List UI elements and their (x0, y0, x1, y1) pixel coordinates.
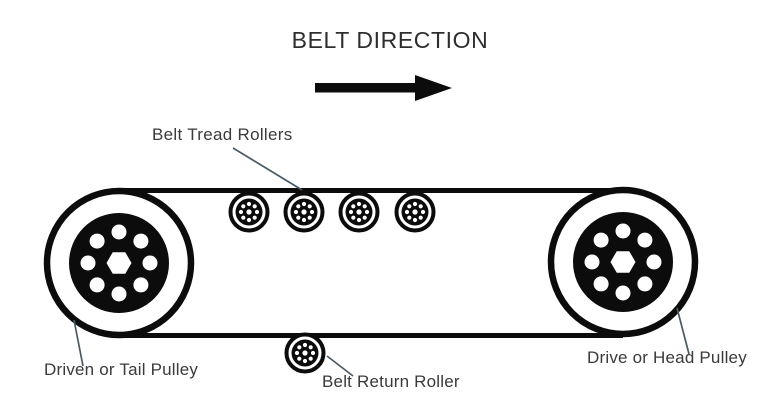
head-pulley (551, 190, 695, 334)
leader-line-head-pulley (676, 307, 690, 355)
head-pulley-label: Drive or Head Pulley (587, 348, 747, 367)
tread-roller-4 (394, 191, 436, 233)
tail-pulley (47, 191, 191, 335)
tread-roller-3 (338, 191, 380, 233)
return-roller (284, 332, 326, 374)
leader-line-return-roller (326, 355, 354, 377)
return-roller-label: Belt Return Roller (322, 372, 460, 391)
belt-direction-arrow (315, 75, 452, 101)
tail-pulley-label: Driven or Tail Pulley (44, 360, 199, 379)
tread-rollers-label: Belt Tread Rollers (152, 125, 293, 144)
tread-roller-1 (228, 191, 270, 233)
leader-line-tail-pulley (73, 319, 84, 367)
tread-roller-2 (283, 191, 325, 233)
belt-direction-title: BELT DIRECTION (291, 27, 489, 53)
leader-line-tread-rollers (232, 147, 303, 191)
